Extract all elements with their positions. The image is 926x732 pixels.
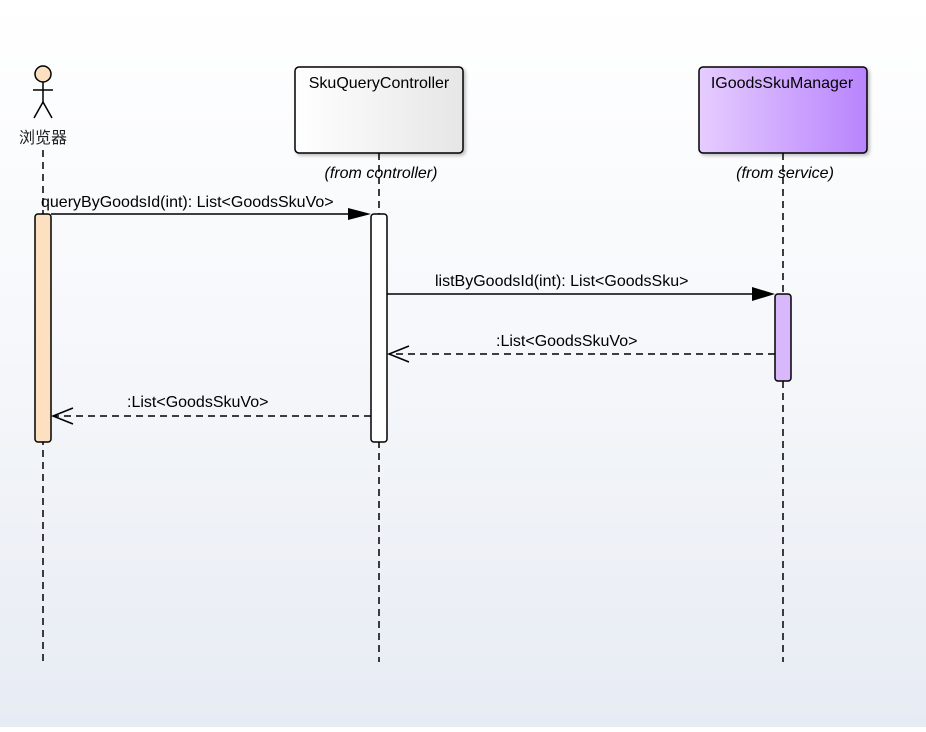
- message-label: queryByGoodsId(int): List<GoodsSkuVo>: [41, 194, 334, 211]
- actor-stick-figure-icon[interactable]: [33, 65, 53, 119]
- message-label: :List<GoodsSkuVo>: [127, 394, 268, 411]
- message-label: :List<GoodsSkuVo>: [496, 333, 637, 350]
- open-arrowhead-icon: [50, 407, 74, 425]
- manager-stereotype: (from service): [736, 165, 834, 182]
- message-list-by-goods-id[interactable]: [387, 287, 775, 301]
- actor-activation-bar[interactable]: [34, 213, 52, 443]
- controller-box[interactable]: [294, 66, 464, 154]
- filled-arrowhead-icon: [752, 287, 775, 301]
- manager-activation-bar[interactable]: [774, 293, 792, 382]
- message-query-by-goods-id[interactable]: [51, 208, 371, 220]
- message-label: listByGoodsId(int): List<GoodsSku>: [435, 273, 688, 290]
- manager-name: IGoodsSkuManager: [711, 75, 854, 92]
- manager-box[interactable]: [698, 66, 868, 154]
- filled-arrowhead-icon: [348, 208, 371, 220]
- message-return-actor[interactable]: [50, 407, 371, 425]
- open-arrowhead-icon: [386, 345, 410, 363]
- message-return-manager[interactable]: [386, 345, 775, 363]
- controller-activation-bar[interactable]: [370, 213, 388, 443]
- controller-stereotype: (from controller): [325, 165, 438, 182]
- controller-name: SkuQueryController: [309, 75, 450, 92]
- actor-label: 浏览器: [19, 129, 67, 147]
